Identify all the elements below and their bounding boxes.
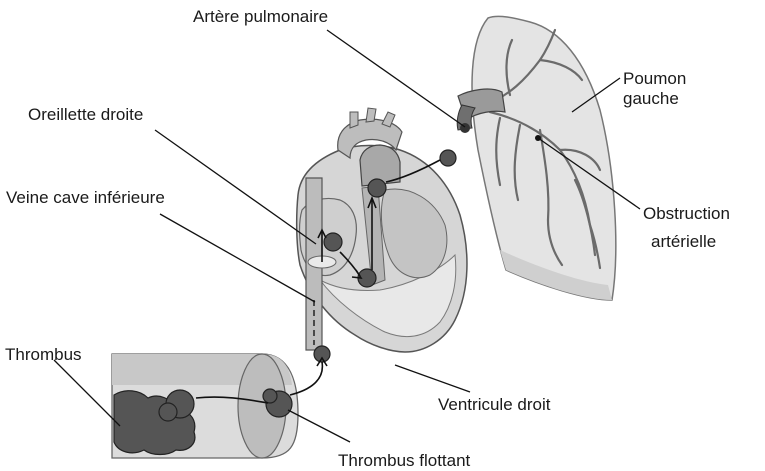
label-obstruction-line1: Obstruction — [643, 204, 730, 223]
label-left-lung-line2: gauche — [623, 89, 679, 108]
label-obstruction-line2: artérielle — [651, 232, 716, 251]
left-lung — [472, 16, 616, 300]
label-floating-thrombus: Thrombus flottant — [338, 451, 471, 470]
clot-in-vena-cava — [314, 346, 330, 362]
leader-pulmonary-artery — [327, 30, 465, 127]
clot-in-pulmonary-trunk — [368, 179, 386, 197]
clot-in-pulmonary-artery — [440, 150, 456, 166]
label-right-ventricle: Ventricule droit — [438, 395, 551, 414]
label-right-atrium: Oreillette droite — [28, 105, 143, 124]
label-thrombus: Thrombus — [5, 345, 82, 364]
thrombus-mass — [114, 390, 195, 455]
leader-right-ventricle — [395, 365, 470, 392]
label-pulmonary-artery: Artère pulmonaire — [193, 7, 328, 26]
leader-thrombus — [54, 360, 120, 426]
label-left-lung-line1: Poumon — [623, 69, 686, 88]
leader-right-atrium — [155, 130, 316, 244]
label-vena-cava: Veine cave inférieure — [6, 188, 165, 207]
clot-in-right-atrium — [324, 233, 342, 251]
